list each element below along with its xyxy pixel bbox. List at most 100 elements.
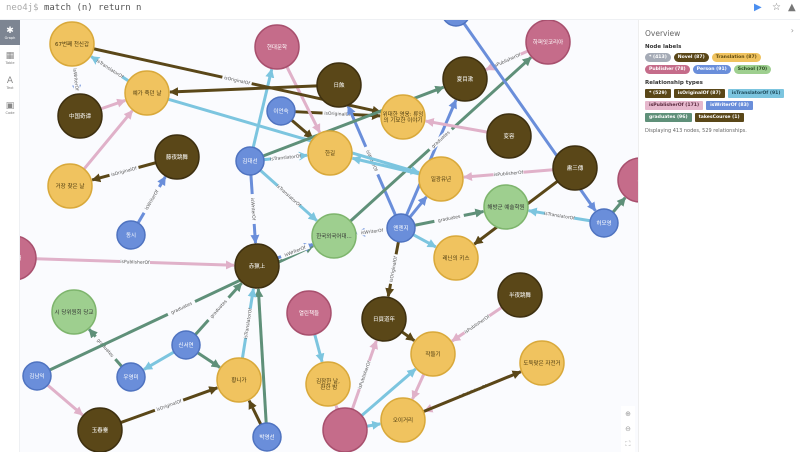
- relationship-isTranslatorOf[interactable]: isTranslatorOf: [263, 151, 309, 163]
- node-novel[interactable]: 赤猟上: [234, 243, 280, 289]
- relationship-isPublisherOf[interactable]: isPublisherOf: [35, 257, 235, 270]
- star-icon[interactable]: ☆: [772, 2, 781, 13]
- relationship-type-pill[interactable]: * (529): [645, 89, 671, 98]
- node-translation[interactable]: 황니가: [216, 357, 262, 403]
- node-translation[interactable]: 오이거리: [380, 397, 426, 443]
- relationship-isTranslatorOf[interactable]: [351, 155, 420, 176]
- relationship-isPublisherOf[interactable]: [411, 373, 426, 400]
- relationship-isTranslatorOf[interactable]: isTranslatorOf: [240, 287, 257, 359]
- relationship-isWriterOf[interactable]: isWriterOf: [276, 242, 314, 260]
- node-label-pill[interactable]: Translation (87): [711, 53, 761, 62]
- node-label-pill[interactable]: Novel (87): [673, 53, 709, 62]
- relationship-isOriginalOf[interactable]: isOriginalOf: [385, 241, 400, 298]
- node-person[interactable]: 박영선: [252, 422, 282, 452]
- play-icon[interactable]: ▶: [754, 2, 762, 13]
- node-translation[interactable]: 도둑맞은 자전거: [519, 340, 565, 386]
- node-person[interactable]: [20, 20, 470, 27]
- node-publisher[interactable]: 열린책들: [286, 290, 332, 336]
- zoom-out-icon[interactable]: ⊖: [625, 424, 631, 433]
- node-label-pill[interactable]: Publisher (78): [645, 65, 690, 74]
- relationship-graduates[interactable]: graduates: [414, 208, 485, 227]
- node-novel[interactable]: 藤夜跳舞: [154, 134, 200, 180]
- relationship-graduates[interactable]: [254, 288, 268, 424]
- relationship-isWriterOf[interactable]: [408, 195, 428, 219]
- relationship-isPublisherOf[interactable]: isPublisherOf: [463, 168, 554, 181]
- relationship-type-pill[interactable]: isWriterOf (83): [706, 101, 753, 110]
- node-school[interactable]: 해방군 예술학원: [483, 184, 529, 230]
- relationship-isPublisherOf[interactable]: [285, 66, 322, 134]
- node-translation[interactable]: 67번째 천신갑: [49, 21, 95, 67]
- relationship-isTranslatorOf[interactable]: [313, 333, 325, 363]
- node-person[interactable]: 동시: [116, 220, 146, 250]
- relationship-isPublisherOf[interactable]: isPublisherOf: [451, 306, 503, 343]
- relationship-type-pill[interactable]: takesCourse (1): [694, 113, 744, 122]
- node-translation[interactable]: 일광유년: [418, 156, 464, 202]
- relationship-isOriginalOf[interactable]: [247, 399, 263, 426]
- node-publisher[interactable]: 표농대: [20, 236, 37, 280]
- node-translation[interactable]: 레닌의 키스: [433, 235, 479, 281]
- node-publisher[interactable]: [20, 20, 368, 452]
- relationship-isTranslatorOf[interactable]: [360, 367, 417, 417]
- relationship-isWriterOf[interactable]: isWriterOf: [249, 174, 260, 244]
- relationship-isPublisherOf[interactable]: [424, 118, 488, 134]
- node-translation[interactable]: 거장 찾은 날: [47, 163, 93, 209]
- node-person[interactable]: 엔젠지: [386, 213, 416, 243]
- node-school[interactable]: 시 당위원회 당교: [51, 289, 97, 335]
- relationship-isTranslatorOf[interactable]: [251, 68, 275, 148]
- relationship-isWriterOf[interactable]: isWriterOf: [136, 176, 167, 224]
- relationship-isTranslatorOf[interactable]: [143, 350, 175, 371]
- relationship-isTranslatorOf[interactable]: isTranslatorOf: [527, 207, 591, 223]
- node-translation[interactable]: 한길: [307, 130, 353, 176]
- node-label-pill[interactable]: School (70): [733, 65, 772, 74]
- node-translation[interactable]: 예가 죽던 날: [124, 70, 170, 116]
- node-school[interactable]: 한국외국어대...: [311, 213, 357, 259]
- node-translation[interactable]: 김잠한 날, 환한 밤: [305, 361, 351, 407]
- relationship-graduates[interactable]: [196, 351, 221, 369]
- relationship-isTranslatorOf[interactable]: isTranslatorOf: [259, 169, 318, 222]
- relationship-isOriginalOf[interactable]: [169, 84, 318, 97]
- relationship-isTranslatorOf[interactable]: isTranslatorOf: [90, 55, 130, 83]
- relationship-isPublisherOf[interactable]: [100, 98, 127, 111]
- relationship-isTranslatorOf[interactable]: [412, 233, 437, 249]
- relationship-isWriterOf[interactable]: isWriterOf: [355, 226, 388, 237]
- relationship-isOriginalOf[interactable]: [401, 330, 416, 342]
- node-novel[interactable]: 肅三傳: [552, 145, 598, 191]
- relationship-isPublisherOf[interactable]: [82, 109, 134, 171]
- relationship-isWriterOf[interactable]: isWriterOf: [71, 64, 82, 95]
- node-novel[interactable]: 変容: [486, 113, 532, 159]
- zoom-in-icon[interactable]: ⊕: [625, 409, 631, 418]
- node-novel[interactable]: 中国奇谭: [57, 93, 103, 139]
- relationship-type-pill[interactable]: graduates (96): [645, 113, 692, 122]
- node-label-pill[interactable]: Person (91): [692, 65, 731, 74]
- node-person[interactable]: 허모영: [589, 208, 619, 238]
- pin-icon[interactable]: ▲: [788, 2, 796, 13]
- relationship-isTranslatorOf[interactable]: [366, 420, 382, 430]
- node-person[interactable]: 신서연: [171, 330, 201, 360]
- relationship-isOriginalOf[interactable]: [422, 370, 522, 414]
- node-person[interactable]: 김대선: [235, 146, 265, 176]
- node-label-pill[interactable]: * (413): [645, 53, 671, 62]
- node-translation[interactable]: 작들기: [410, 331, 456, 377]
- node-person[interactable]: 우영미: [116, 362, 146, 392]
- relationship-graduates[interactable]: [611, 196, 627, 214]
- node-publisher[interactable]: 현대문학: [254, 24, 300, 70]
- sidebar-item-table[interactable]: ▦Table: [0, 45, 20, 70]
- relationship-type-pill[interactable]: isOriginalOf (87): [673, 89, 725, 98]
- relationship-isOriginalOf[interactable]: [290, 118, 314, 140]
- node-publisher[interactable]: 사: [617, 157, 638, 203]
- relationship-isWriterOf[interactable]: [405, 99, 458, 216]
- relationship-isOriginalOf[interactable]: isOriginalOf: [91, 161, 157, 183]
- relationship-type-pill[interactable]: isPublisherOf (171): [645, 101, 704, 110]
- relationship-isOriginalOf[interactable]: isOriginalOf: [120, 386, 219, 424]
- node-novel[interactable]: 半夜跳舞: [497, 272, 543, 318]
- chevron-right-icon[interactable]: ›: [790, 26, 794, 35]
- node-novel[interactable]: 夏目漱: [442, 56, 488, 102]
- node-publisher[interactable]: 하퍼잇코리아: [525, 20, 571, 65]
- node-novel[interactable]: 玉春臺: [77, 407, 123, 452]
- node-person[interactable]: 김남익: [22, 361, 52, 391]
- sidebar-item-graph[interactable]: ✱Graph: [0, 20, 20, 45]
- node-person[interactable]: 이언숙: [266, 96, 296, 126]
